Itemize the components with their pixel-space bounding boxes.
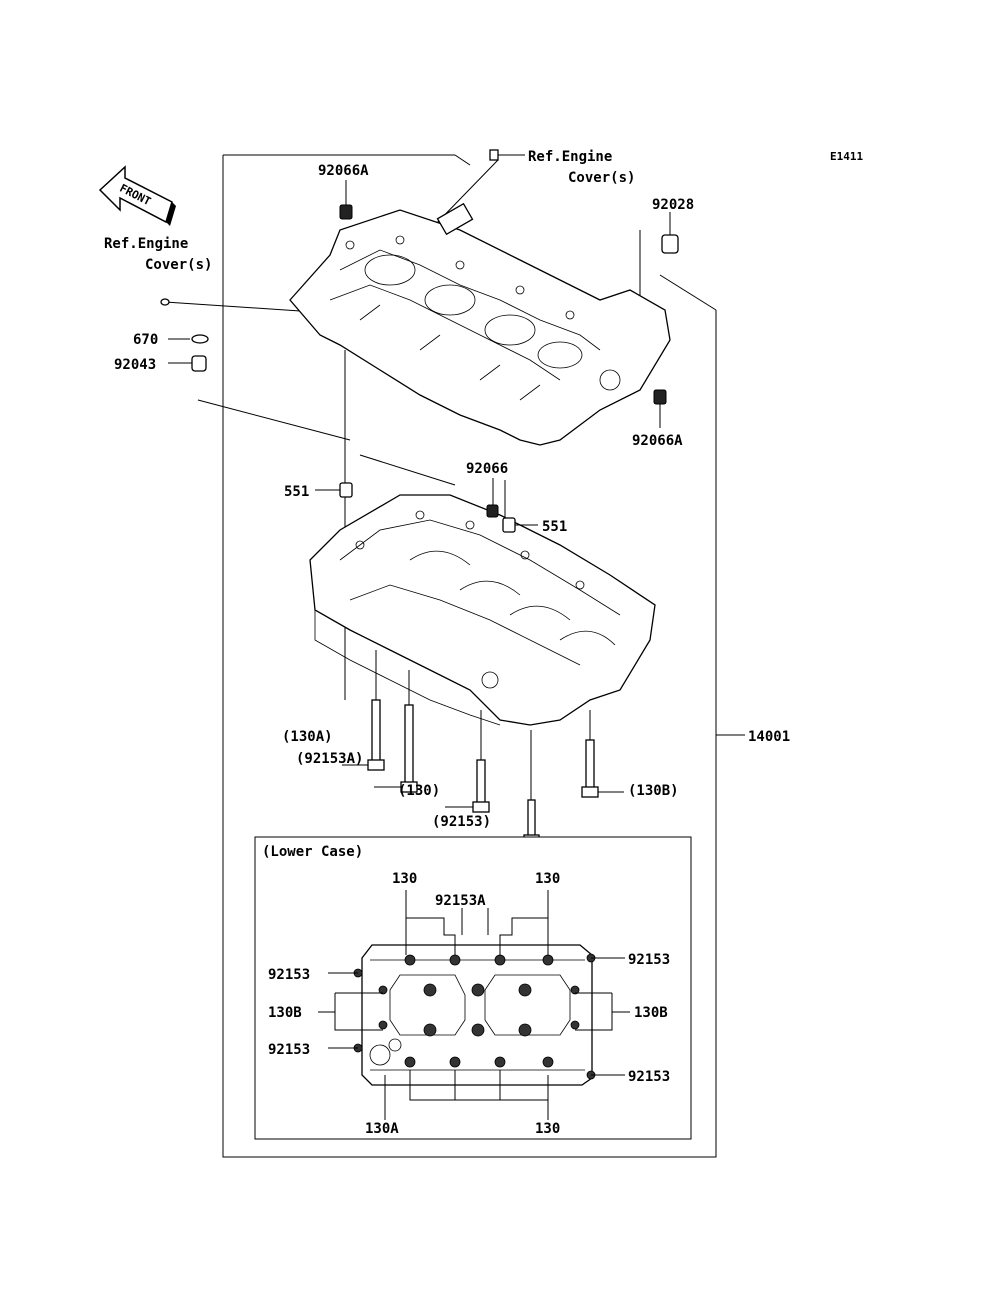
bolt-130 [445,710,490,813]
lc-label-92153-right-bottom: 92153 [628,1069,670,1085]
lower-case-title: (Lower Case) [262,844,363,860]
ref-cover-top-pin [489,149,525,161]
callout-92153A: (92153A) [296,751,363,767]
lc-label-130-top-left: 130 [392,871,417,887]
lc-label-130B-left: 130B [268,1005,302,1021]
lc-label-92153-left-top: 92153 [268,967,310,983]
callout-92153: (92153) [432,814,491,830]
callout-670: 670 [133,332,158,348]
callout-130A: (130A) [282,729,333,745]
lc-label-130-top-right: 130 [535,871,560,887]
part-92066 [486,478,499,518]
callout-92028: 92028 [652,197,694,213]
callout-130B: (130B) [628,783,679,799]
ref-cover-left-pin [160,298,170,306]
front-arrow-icon: FRONT [98,165,176,226]
lower-case-inset: (Lower Case) [254,836,692,1140]
callout-92066: 92066 [466,461,508,477]
upper-crankcase [289,202,671,446]
callout-92066A-top: 92066A [318,163,369,179]
bolt-130A [342,650,385,771]
callout-ref-engine-cover-top-2: Cover(s) [568,170,635,186]
lower-crankcase [309,494,656,726]
lc-label-92153A: 92153A [435,893,486,909]
diagram-code: E1411 [830,150,863,163]
assembly-bracket [222,155,717,1158]
part-92028 [661,212,679,254]
lc-label-130-bottom: 130 [535,1121,560,1137]
bolt-92153 [500,730,540,845]
callout-92066A-right: 92066A [632,433,683,449]
bolt-92153A [374,670,418,793]
bolt-130B [581,710,624,798]
callout-551-left: 551 [284,484,309,500]
lc-label-130A-bottom: 130A [365,1121,399,1137]
part-551-right [502,517,538,533]
lc-label-92153-right-top: 92153 [628,952,670,968]
part-670 [168,334,209,344]
callout-ref-engine-cover-top-1: Ref.Engine [528,149,612,165]
part-92066A-right [653,389,667,428]
callout-92043: 92043 [114,357,156,373]
callout-14001: 14001 [748,729,790,745]
callout-551-right: 551 [542,519,567,535]
part-551-left [315,482,353,498]
part-92066A-top [339,180,353,220]
callout-130: (130) [398,783,440,799]
part-92043 [168,355,207,372]
lc-label-92153-left-bottom: 92153 [268,1042,310,1058]
lc-label-130B-right: 130B [634,1005,668,1021]
callout-ref-engine-cover-left-1: Ref.Engine [104,236,188,252]
callout-ref-engine-cover-left-2: Cover(s) [145,257,212,273]
